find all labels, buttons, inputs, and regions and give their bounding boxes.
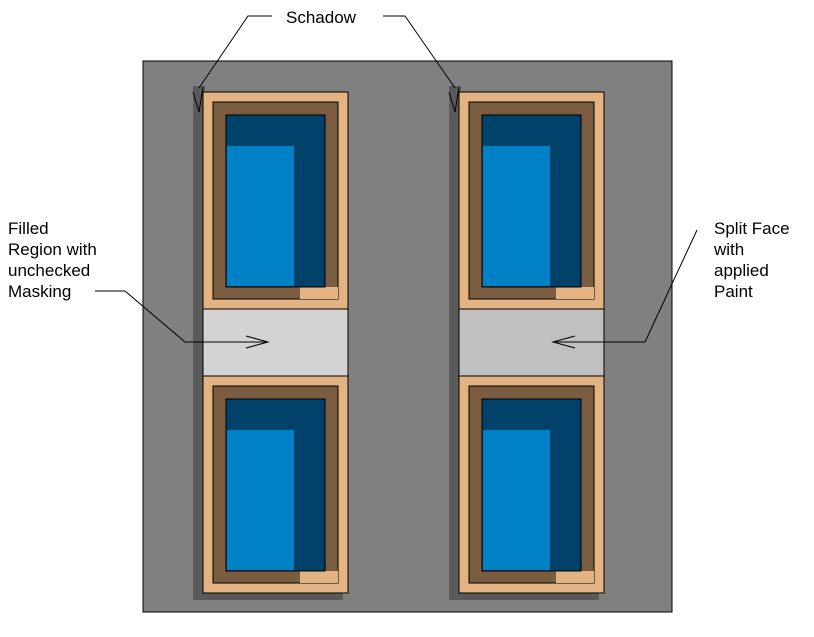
shadow-left: [193, 86, 205, 600]
split-face-leader: [553, 229, 698, 343]
filled-region-label-line: unchecked: [8, 261, 91, 280]
window-right-top: [458, 91, 605, 310]
shadow-right-bottom: [449, 592, 599, 600]
window-left-top: [202, 91, 349, 310]
filled-region-label-line: Masking: [8, 282, 72, 301]
split-face-label: Split Face with applied Paint: [714, 218, 790, 302]
shadow-leader-left: [198, 15, 272, 89]
shadow-arrow-left: [192, 86, 204, 113]
split-face-label-line: applied: [714, 261, 769, 280]
window-right-bottom: [458, 375, 605, 594]
filled-region-label-line: Filled: [8, 219, 49, 238]
shadow-right: [449, 86, 461, 600]
filled-region-label: Filled Region with unchecked Masking: [8, 218, 97, 302]
split-face-arrow: [551, 335, 576, 349]
shadow-leader-right: [383, 15, 456, 89]
shadow-left-bottom: [193, 592, 343, 600]
filled-region-arrow: [245, 335, 270, 349]
filled-region-leader: [95, 290, 268, 343]
split-face-label-line: Split Face: [714, 219, 790, 238]
shadow-label: Schadow: [286, 8, 356, 27]
split-face-label-line: with: [714, 240, 745, 259]
leader-lines: [95, 15, 698, 349]
window-left-bottom: [202, 375, 349, 594]
shadow-arrow-right: [448, 86, 460, 113]
filled-region-label-line: Region with: [8, 240, 97, 259]
split-face-label-line: Paint: [714, 282, 753, 301]
